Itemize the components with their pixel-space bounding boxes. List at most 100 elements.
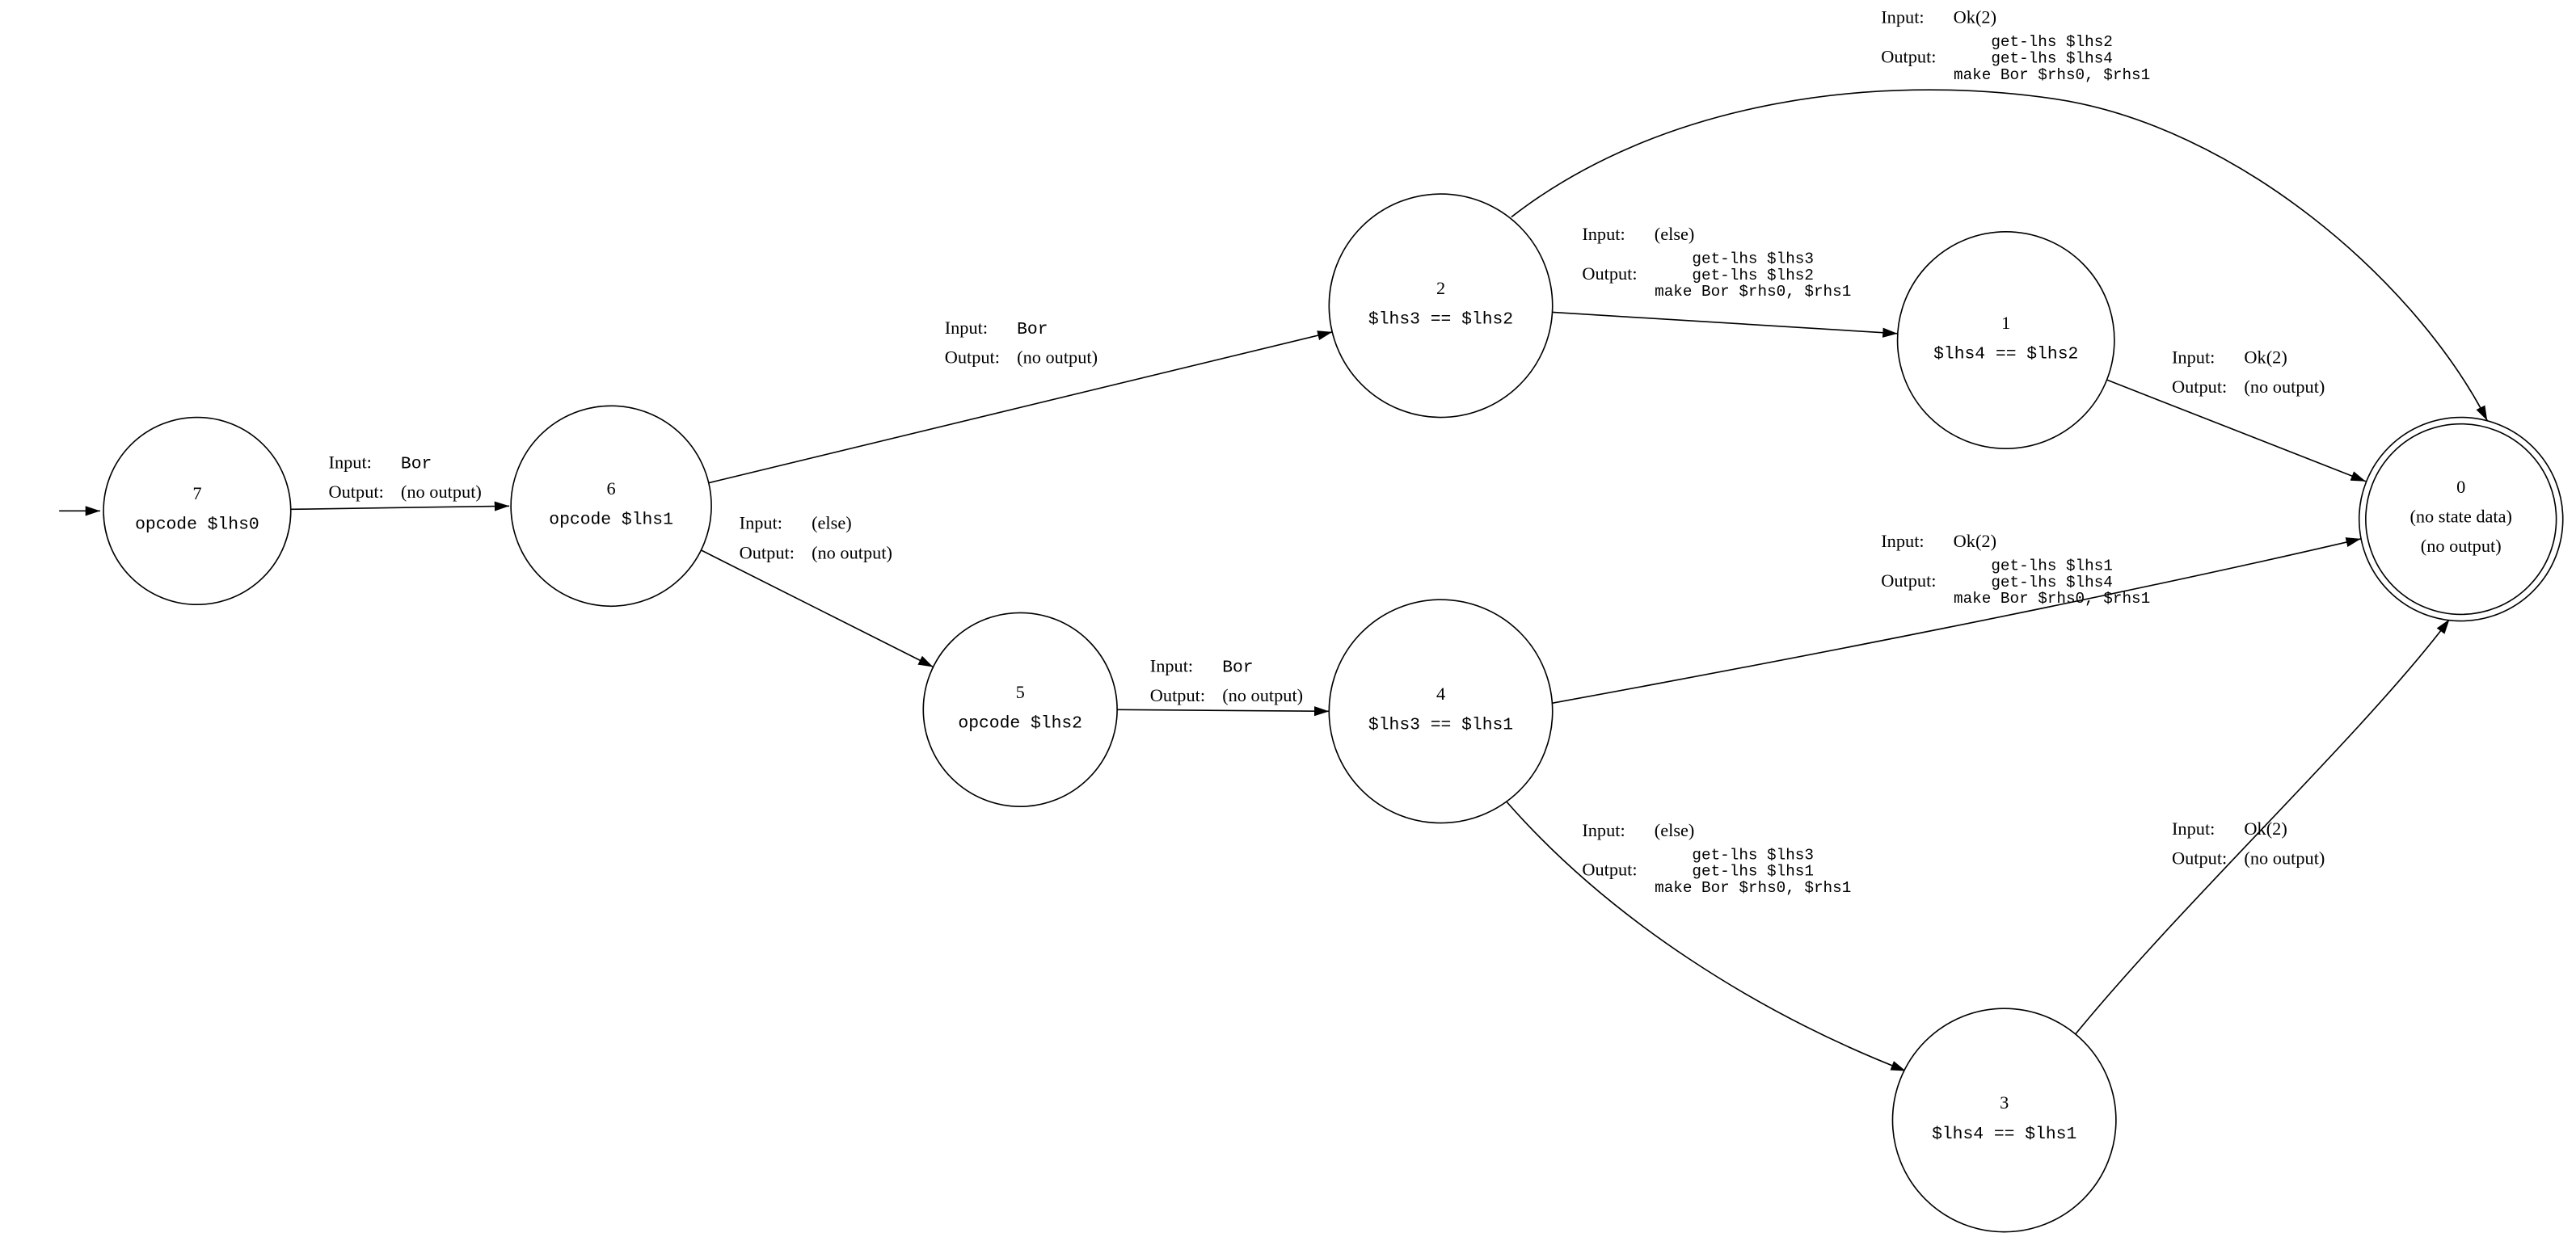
state-id: 7 (192, 483, 201, 503)
edge-label-input-value: Bor (1017, 320, 1048, 339)
edge-label-output-value: (no output) (812, 542, 892, 562)
state-id: 3 (2000, 1092, 2009, 1113)
edge-path (1117, 706, 1330, 717)
edge-label-input-value: Bor (1222, 658, 1253, 678)
state-id: 6 (607, 478, 616, 499)
edge-label-input-value: Ok(2) (1954, 7, 1996, 27)
edge-4-3: Input: (else) Output: get-lhs $lhs3get-lhs … (1506, 801, 1907, 1072)
edge-label-input-key: Input: (945, 318, 988, 338)
edge-label-output-value: (no output) (2244, 848, 2325, 868)
edge-label-output-value: get-lhs $lhs4 (1991, 574, 2113, 591)
edge-label-output-key: Output: (945, 347, 1000, 367)
edge-label-output-value: get-lhs $lhs1 (1991, 557, 2113, 575)
state-id: 5 (1016, 682, 1025, 702)
edge-6-5: Input: (else) Output: (no output) (701, 513, 934, 668)
state-node-4: 4 $lhs3 == $lhs1 (1328, 599, 1554, 824)
edge-label-input-key: Input: (1881, 531, 1924, 551)
state-circle (103, 416, 292, 606)
edge-label-output-key: Output: (329, 482, 384, 502)
state-circle (1896, 231, 2115, 449)
edge-label-output-value: make Bor $rhs0, $rhs1 (1954, 590, 2150, 608)
state-id: 2 (1436, 278, 1445, 298)
edge-label-output-value: make Bor $rhs0, $rhs1 (1655, 283, 1851, 301)
edge-label-output-value: (no output) (1017, 347, 1098, 367)
state-id: 0 (2456, 477, 2465, 497)
state-node-1: 1 $lhs4 == $lhs2 (1896, 231, 2115, 449)
edge-label-output-key: Output: (1150, 685, 1205, 705)
state-node-2: 2 $lhs3 == $lhs2 (1328, 193, 1554, 419)
state-id: 4 (1436, 684, 1445, 704)
state-label: opcode $lhs1 (549, 511, 673, 530)
edge-label-input-key: Input: (2172, 818, 2215, 839)
state-node-6: 6 opcode $lhs1 (510, 405, 712, 608)
edge-label-input-value: Ok(2) (1954, 531, 1996, 551)
edge-label-output-value: (no output) (401, 482, 482, 502)
edge-path (290, 501, 510, 511)
edge-label-input-key: Input: (740, 513, 782, 533)
state-label: $lhs4 == $lhs1 (1932, 1125, 2076, 1144)
edge-label-input-key: Input: (1582, 224, 1625, 244)
edge-label-output-key: Output: (2172, 848, 2227, 868)
edge-1-0: Input: Ok(2) Output: (no output) (2106, 347, 2367, 482)
edge-label-input-key: Input: (1582, 820, 1625, 840)
edge-label-output-key: Output: (2172, 377, 2227, 397)
edge-label-input-value: Ok(2) (2244, 818, 2287, 839)
edge-path (701, 549, 934, 668)
state-label: $lhs4 == $lhs2 (1933, 344, 2078, 364)
edge-3-0: Input: Ok(2) Output: (no output) (2074, 619, 2451, 1036)
state-circle (510, 405, 712, 608)
edge-label-input-value: Ok(2) (2244, 347, 2287, 367)
edge-label-output-value: (no output) (2244, 377, 2325, 397)
edge-label-output-value: get-lhs $lhs1 (1692, 863, 1814, 881)
edge-label-input-value: Bor (401, 455, 432, 474)
edge-label-input-value: (else) (812, 513, 852, 533)
edge-label-output-key: Output: (740, 542, 795, 562)
state-label: $lhs3 == $lhs2 (1368, 310, 1513, 330)
state-node-7: 7 opcode $lhs0 (103, 416, 292, 606)
state-circle (1328, 193, 1554, 419)
edge-label-input-value: (else) (1655, 224, 1695, 244)
edge-label-output-key: Output: (1582, 860, 1637, 880)
state-id: 1 (2001, 313, 2010, 333)
state-circle (922, 612, 1118, 808)
edge-label-output-value: make Bor $rhs0, $rhs1 (1954, 66, 2150, 84)
edge-label-output-key: Output: (1881, 46, 1936, 66)
edge-2-1: Input: (else) Output: get-lhs $lhs3get-lhs … (1552, 224, 1898, 338)
edge-path (1552, 537, 2361, 704)
edge-label-input-value: (else) (1655, 820, 1695, 840)
edge-label-output-value: get-lhs $lhs3 (1692, 250, 1814, 267)
state-label: (no state data) (2409, 507, 2512, 527)
edge-label-output-key: Output: (1582, 263, 1637, 284)
edge-label-output-value: get-lhs $lhs2 (1991, 33, 2113, 51)
edge-path (2074, 619, 2451, 1036)
edge-label-output-key: Output: (1881, 570, 1936, 591)
edge-path (2106, 379, 2367, 482)
edge-path (1552, 311, 1898, 338)
edge-label-output-value: get-lhs $lhs2 (1692, 267, 1814, 284)
edge-label-output-value: make Bor $rhs0, $rhs1 (1655, 879, 1851, 897)
edge-label-input-key: Input: (1881, 7, 1924, 27)
state-label: (no output) (2421, 536, 2502, 556)
state-label: $lhs3 == $lhs1 (1368, 716, 1513, 735)
edge-label-input-key: Input: (329, 452, 372, 473)
edge-label-input-key: Input: (1150, 656, 1193, 676)
edge-path (707, 330, 1333, 484)
state-node-0: 0 (no state data) (no output) (2358, 416, 2564, 622)
state-inner-circle (2365, 423, 2557, 616)
state-circle (1328, 599, 1554, 824)
edge-label-output-value: (no output) (1222, 685, 1303, 705)
edge-label-output-value: get-lhs $lhs3 (1692, 846, 1814, 864)
edge-label-input-key: Input: (2172, 347, 2215, 367)
state-label: opcode $lhs0 (135, 515, 259, 535)
state-node-3: 3 $lhs4 == $lhs1 (1891, 1008, 2117, 1233)
